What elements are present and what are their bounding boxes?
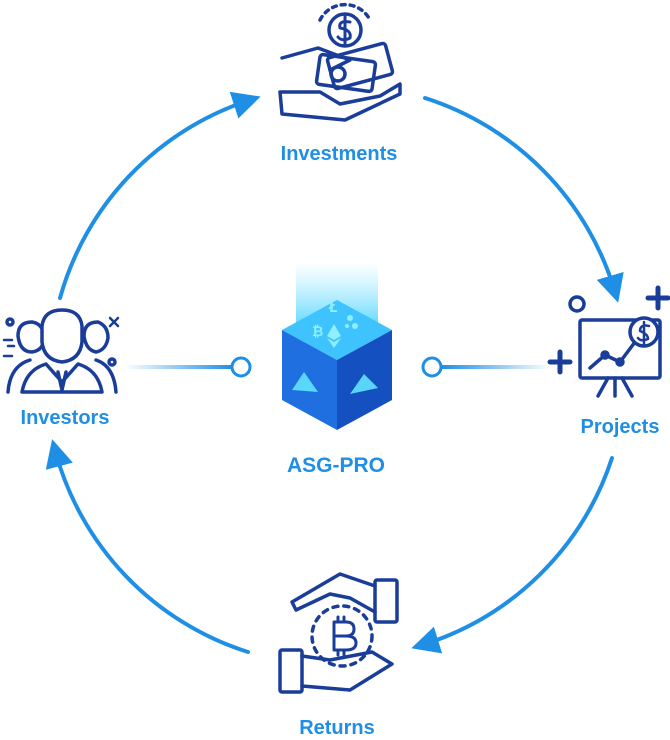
hands-exchange-bitcoin-icon <box>278 572 399 694</box>
arrow-projects-to-returns <box>411 456 614 654</box>
arrow-investments-to-projects <box>423 96 624 303</box>
node-label-investments: Investments <box>281 143 398 165</box>
group-of-people-icon <box>2 308 120 394</box>
node-label-projects: Projects <box>581 416 660 438</box>
node-label-returns: Returns <box>299 717 375 739</box>
connector-right <box>421 356 551 378</box>
svg-text:₿: ₿ <box>312 324 323 340</box>
center-label: ASG-PRO <box>287 454 385 477</box>
connector-left <box>125 356 252 378</box>
presentation-chart-dollar-icon <box>547 285 670 398</box>
crypto-cube-icon: ₿ Ł <box>282 262 392 430</box>
node-label-investors: Investors <box>21 407 110 429</box>
arrow-returns-to-investors <box>45 439 250 654</box>
svg-text:Ł: Ł <box>328 301 337 316</box>
arrow-investors-to-investments <box>58 91 261 300</box>
hand-money-dollar-icon <box>278 2 402 122</box>
